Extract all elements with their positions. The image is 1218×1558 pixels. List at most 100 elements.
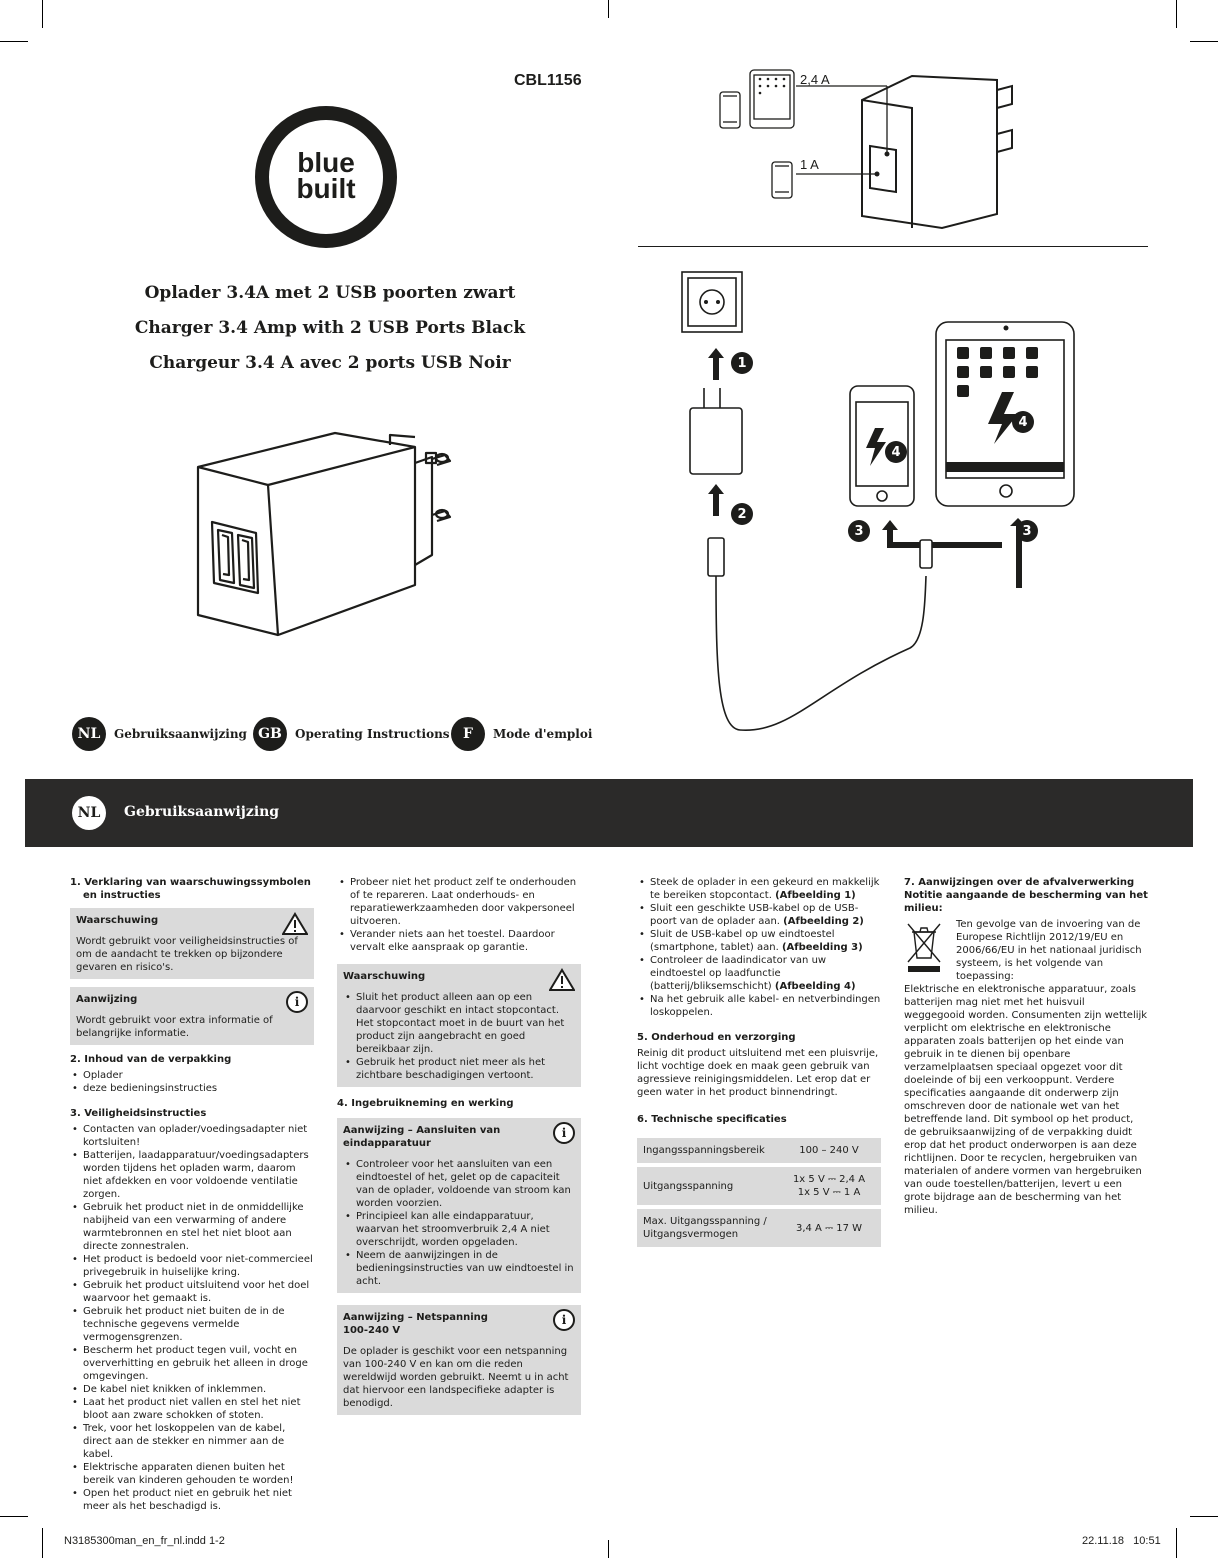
figure-ref: (Afbeelding 3): [781, 942, 863, 953]
step-badge: 3: [848, 520, 870, 542]
list-item: Open het product niet en gebruik het nie…: [70, 1487, 314, 1513]
banner-lang-badge: NL: [72, 796, 106, 830]
list-item: Neem de aanwijzingen in de bedieningsins…: [343, 1249, 575, 1288]
step-text: Sluit een geschikte USB-kabel op de USB-…: [650, 903, 859, 927]
step-badge: 4: [1012, 411, 1034, 433]
info-icon: i: [286, 991, 308, 1013]
title-gb: Charger 3.4 Amp with 2 USB Ports Black: [134, 318, 526, 338]
title-nl: Oplader 3.4A met 2 USB poorten zwart: [144, 283, 516, 303]
spec-label: Max. Uitgangsspanning / Uitgangsvermogen: [637, 1209, 777, 1247]
list-item: Gebruik het product niet in de onmiddell…: [70, 1201, 314, 1253]
lang-label: Gebruiksaanwijzing: [114, 727, 247, 741]
spec-value: 3,4 A ⎓ 17 W: [777, 1209, 881, 1247]
spec-value: 100 – 240 V: [777, 1138, 881, 1163]
port-label-high: 2,4 A: [800, 72, 830, 87]
list-item: Steek de oplader in een gekeurd en makke…: [637, 876, 881, 902]
list-item: Sluit een geschikte USB-kabel op de USB-…: [637, 902, 881, 928]
warning-list: Sluit het product alleen aan op een daar…: [343, 991, 575, 1082]
list-item: Verander niets aan het toestel. Daardoor…: [337, 928, 581, 954]
warning-box: Waarschuwing Wordt gebruikt voor veiligh…: [70, 908, 314, 979]
list-item: Batterijen, laadapparatuur/voedingsadapt…: [70, 1149, 314, 1201]
crop-mark: [42, 1528, 43, 1558]
spec-label: Ingangsspanningsbereik: [637, 1138, 777, 1163]
step-text: Steek de oplader in een gekeurd en makke…: [650, 877, 880, 901]
brand-logo: blue built: [253, 104, 399, 250]
section-banner: NL Gebruiksaanwijzing: [25, 779, 1193, 847]
step-badge: 2: [731, 503, 753, 525]
svg-text:blue: blue: [297, 147, 355, 178]
lang-badge: GB: [253, 717, 287, 751]
note-list: Controleer voor het aansluiten van een e…: [343, 1158, 575, 1288]
step-text: Controleer de laadindicator van uw eindt…: [650, 955, 827, 992]
weee-intro: Ten gevolge van de invoering van de Euro…: [956, 919, 1142, 982]
lang-item-nl[interactable]: NL Gebruiksaanwijzing: [72, 717, 247, 751]
note-box: Aanwijzing – Aansluiten van eindapparatu…: [337, 1118, 581, 1293]
svg-text:built: built: [296, 173, 355, 204]
lang-badge: F: [451, 717, 485, 751]
footer-date: 22.11.18 10:51: [1082, 1535, 1161, 1547]
title-fr: Chargeur 3.4 A avec 2 ports USB Noir: [149, 353, 511, 373]
list-item: Trek, voor het loskoppelen van de kabel,…: [70, 1422, 314, 1461]
section-heading: 7. Aanwijzingen over de afvalverwerking …: [904, 877, 1148, 914]
crop-mark: [608, 0, 609, 18]
note-text: Wordt gebruikt voor extra informatie of …: [76, 1015, 273, 1039]
info-icon: i: [553, 1309, 575, 1331]
list-item: De kabel niet knikken of inklemmen.: [70, 1383, 314, 1396]
charger-illustration: [190, 425, 470, 685]
figure-ref: (Afbeelding 1): [775, 890, 856, 901]
crop-mark: [0, 1516, 28, 1517]
spec-row: Max. Uitgangsspanning / Uitgangsvermogen…: [637, 1209, 881, 1247]
crop-mark: [1190, 41, 1218, 42]
info-icon: i: [553, 1122, 575, 1144]
note-title: Aanwijzing: [76, 994, 138, 1005]
section-heading: 5. Onderhoud en verzorging: [637, 1032, 796, 1043]
safety-list-cont: Probeer niet het product zelf te onderho…: [337, 876, 581, 954]
list-item: Elektrische apparaten dienen buiten het …: [70, 1461, 314, 1487]
list-item: Gebruik het product uitsluitend voor het…: [70, 1279, 314, 1305]
note-title: Aanwijzing – Netspanning 100-240 V: [343, 1312, 488, 1336]
section-heading: 3. Veiligheidsinstructies: [70, 1108, 207, 1119]
section-heading: 6. Technische specificaties: [637, 1114, 787, 1125]
section-heading: 1. Verklaring van waarschuwingssymbolen …: [70, 877, 311, 901]
footer-file: N3185300man_en_fr_nl.indd 1-2: [64, 1535, 225, 1547]
step-badge: 3: [1016, 520, 1038, 542]
step-badge: 1: [731, 352, 753, 374]
steps-list: Steek de oplader in een gekeurd en makke…: [637, 876, 881, 1019]
list-item: Principieel kan alle eindapparatuur, waa…: [343, 1210, 575, 1249]
list-item: Oplader: [70, 1069, 314, 1082]
product-code: CBL1156: [514, 72, 582, 89]
spec-label: Uitgangsspanning: [637, 1167, 777, 1205]
note-box: Aanwijzing – Netspanning 100-240 V i De …: [337, 1305, 581, 1415]
lang-item-gb[interactable]: GB Operating Instructions: [253, 717, 450, 751]
banner-title: Gebruiksaanwijzing: [124, 804, 280, 820]
column-2: Probeer niet het product zelf te onderho…: [337, 876, 581, 1423]
column-1: 1. Verklaring van waarschuwingssymbolen …: [70, 876, 314, 1519]
warning-title: Waarschuwing: [343, 971, 426, 982]
list-item: Sluit de USB-kabel op uw eindtoestel (sm…: [637, 928, 881, 954]
step-text: Na het gebruik alle kabel- en netverbind…: [650, 994, 881, 1018]
warning-icon: [548, 968, 576, 996]
maintenance-text: Reinig dit product uitsluitend met een p…: [637, 1048, 879, 1098]
crop-mark: [42, 0, 43, 28]
step-badge: 4: [885, 441, 907, 463]
section-heading: 2. Inhoud van de verpakking: [70, 1054, 232, 1065]
list-item: Probeer niet het product zelf te onderho…: [337, 876, 581, 928]
list-item: Controleer de laadindicator van uw eindt…: [637, 954, 881, 993]
lang-item-f[interactable]: F Mode d'emploi: [451, 717, 592, 751]
spec-value: 1x 5 V ⎓ 2,4 A 1x 5 V ⎓ 1 A: [777, 1167, 881, 1205]
crop-mark: [0, 41, 28, 42]
crop-mark: [1190, 1516, 1218, 1517]
weee-text: Elektrische en elektronische apparatuur,…: [904, 984, 1148, 1216]
port-diagram: [712, 64, 1052, 239]
step-text: Sluit de USB-kabel op uw eindtoestel (sm…: [650, 929, 835, 953]
lang-label: Mode d'emploi: [493, 727, 593, 741]
content-list: Opladerdeze bedieningsinstructies: [70, 1069, 314, 1095]
lang-label: Operating Instructions: [295, 727, 450, 741]
warning-title: Waarschuwing: [76, 915, 159, 926]
crop-mark: [1176, 1528, 1177, 1558]
list-item: deze bedieningsinstructies: [70, 1082, 314, 1095]
list-item: Gebruik het product niet meer als het zi…: [343, 1056, 575, 1082]
